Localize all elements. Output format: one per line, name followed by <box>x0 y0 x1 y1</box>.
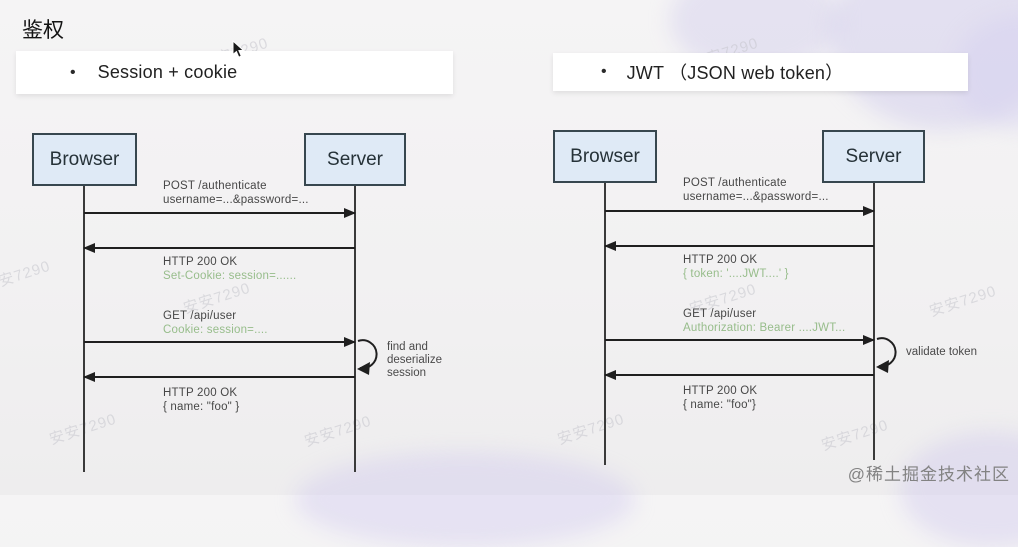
bullet-icon: • <box>601 63 607 80</box>
message-label: GET /api/user Cookie: session=.... <box>163 309 268 337</box>
message-label: HTTP 200 OK { name: "foo" } <box>163 386 239 414</box>
message-label: POST /authenticate username=...&password… <box>163 179 309 207</box>
message-arrow-left <box>604 241 874 251</box>
lifeline-browser <box>604 183 606 465</box>
message-label: GET /api/user Authorization: Bearer ....… <box>683 307 845 335</box>
message-line2: { token: '....JWT....' } <box>683 268 789 280</box>
message-line2: username=...&password=... <box>163 194 309 206</box>
bullet-icon: • <box>70 63 76 81</box>
message-line1: HTTP 200 OK <box>683 385 758 397</box>
arrowhead-right-icon <box>344 208 356 218</box>
message-line1: POST /authenticate <box>683 177 787 189</box>
topic-card-jwt: • JWT （JSON web token） <box>553 53 968 91</box>
self-loop-icon <box>876 337 897 373</box>
message-label: HTTP 200 OK { token: '....JWT....' } <box>683 253 789 281</box>
message-line1: HTTP 200 OK <box>163 256 238 268</box>
actor-browser: Browser <box>32 133 137 186</box>
message-line2: { name: "foo"} <box>683 399 756 411</box>
arrowhead-right-icon <box>344 337 356 347</box>
arrowhead-left-icon <box>604 370 616 380</box>
message-arrow-right <box>84 208 356 218</box>
message-arrow-right <box>605 206 875 216</box>
message-line1: HTTP 200 OK <box>683 254 758 266</box>
watermark-text: 安安7290 <box>819 416 891 455</box>
topic-card-session-cookie: • Session + cookie <box>16 51 453 94</box>
watermark-text: 安安7290 <box>0 257 53 296</box>
message-line1: POST /authenticate <box>163 180 267 192</box>
topic-label: JWT （JSON web token） <box>626 63 844 83</box>
watermark-text: 安安7290 <box>555 410 627 449</box>
watermark-text: 安安7290 <box>927 282 999 321</box>
message-arrow-right <box>605 335 875 345</box>
message-label: HTTP 200 OK Set-Cookie: session=...... <box>163 255 296 283</box>
arrowhead-left-icon <box>604 241 616 251</box>
decor-blob <box>295 452 635 547</box>
message-label: POST /authenticate username=...&password… <box>683 176 829 204</box>
message-arrow-right <box>84 337 356 347</box>
arrowhead-left-icon <box>83 243 95 253</box>
message-line2: username=...&password=... <box>683 191 829 203</box>
lifeline-browser <box>83 186 85 472</box>
topic-label: Session + cookie <box>97 62 238 82</box>
actor-browser: Browser <box>553 130 657 183</box>
credit-text: @稀土掘金技术社区 <box>847 465 1010 484</box>
message-line1: HTTP 200 OK <box>163 387 238 399</box>
self-loop-icon <box>357 339 378 375</box>
message-line2: { name: "foo" } <box>163 401 240 413</box>
arrowhead-right-icon <box>863 335 875 345</box>
lifeline-server <box>354 186 356 472</box>
message-line2: Cookie: session=.... <box>163 324 268 336</box>
page-title: 鉴权 <box>22 19 64 42</box>
message-line2: Set-Cookie: session=...... <box>163 270 297 282</box>
lifeline-server <box>873 183 875 460</box>
decor-blob <box>900 432 1018 547</box>
watermark-text: 安安7290 <box>302 412 374 451</box>
message-arrow-left <box>83 243 355 253</box>
self-loop-note: validate token <box>906 346 977 358</box>
actor-server: Server <box>304 133 406 186</box>
actor-server: Server <box>822 130 925 183</box>
message-line1: GET /api/user <box>683 308 757 320</box>
message-label: HTTP 200 OK { name: "foo"} <box>683 384 757 412</box>
arrowhead-left-icon <box>83 372 95 382</box>
self-loop-note: find and deserialize session <box>387 341 442 379</box>
mouse-cursor-icon <box>232 40 245 58</box>
message-arrow-left <box>83 372 355 382</box>
message-line1: GET /api/user <box>163 310 237 322</box>
arrowhead-right-icon <box>863 206 875 216</box>
message-line2: Authorization: Bearer ....JWT... <box>683 322 846 334</box>
message-arrow-left <box>604 370 874 380</box>
